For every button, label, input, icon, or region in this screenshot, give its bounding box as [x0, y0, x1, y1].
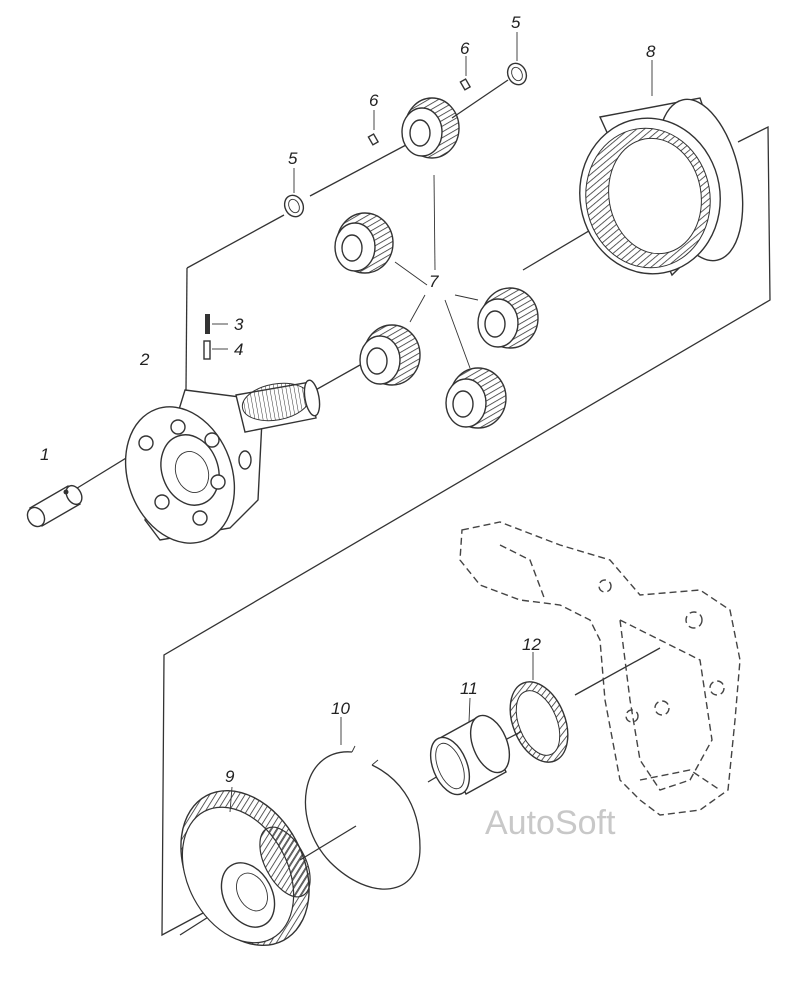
- part-5-retaining-ring-left: [283, 168, 305, 218]
- part-5-retaining-ring-right: [506, 32, 528, 86]
- part-3-spring-pin: [205, 314, 228, 334]
- callout-6-right: 6: [460, 39, 470, 58]
- part-7-planet-gear-bottom: [445, 367, 507, 429]
- callout-1: 1: [40, 445, 49, 464]
- part-7-planet-gear-top: [401, 97, 460, 159]
- part-10-snap-ring: [304, 717, 421, 890]
- callout-5-left: 5: [288, 149, 298, 168]
- part-7-leader-lines: [394, 174, 479, 369]
- callout-10: 10: [331, 699, 350, 718]
- transmission-housing-outline: [459, 521, 741, 816]
- part-1-pin: [26, 484, 83, 528]
- callout-4: 4: [234, 340, 243, 359]
- watermark-text: AutoSoft: [485, 804, 616, 842]
- callout-11: 11: [460, 679, 478, 698]
- callout-12: 12: [522, 635, 541, 654]
- part-7-planet-gear-upper-left: [334, 212, 394, 274]
- part-8-ring-gear: [579, 60, 744, 277]
- part-7-planet-gear-right: [477, 287, 539, 349]
- part-9-gear: [180, 786, 311, 947]
- callout-labels: 1 2 3 4 5 5 6 6 7 8 9 10 11 12: [40, 13, 656, 786]
- part-6-needle-right: [459, 56, 472, 91]
- callout-2: 2: [139, 350, 150, 369]
- part-2-planet-carrier: [124, 379, 321, 544]
- callout-7: 7: [429, 272, 439, 291]
- callout-8: 8: [646, 42, 656, 61]
- part-4-dowel-pin: [203, 340, 228, 360]
- callout-5-right: 5: [511, 13, 521, 32]
- part-12-thrust-washer: [509, 652, 569, 763]
- part-6-needle-left: [367, 110, 380, 146]
- callout-6-left: 6: [369, 91, 379, 110]
- part-7-planet-gear-center: [359, 324, 421, 386]
- callout-3: 3: [234, 315, 244, 334]
- part-11-bushing: [429, 697, 511, 796]
- callout-9: 9: [225, 767, 235, 786]
